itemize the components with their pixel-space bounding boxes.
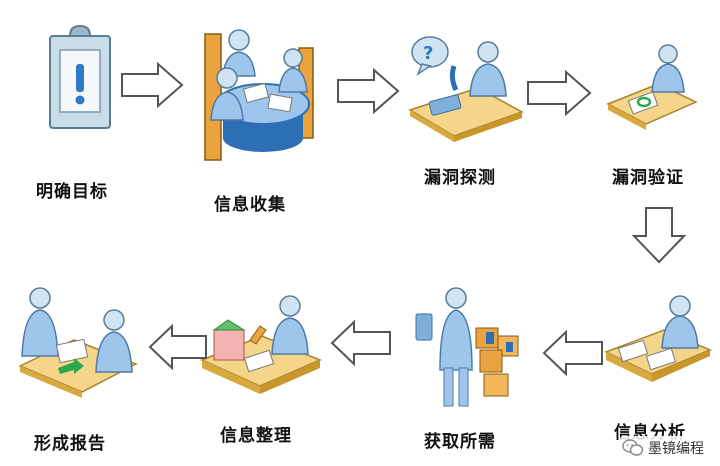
flow-arrow-left <box>542 330 603 376</box>
step-label: 漏洞验证 <box>612 168 684 188</box>
flow-arrow-left <box>148 324 207 370</box>
svg-text:?: ? <box>423 43 433 64</box>
flow-arrow-right <box>121 62 184 108</box>
report-handover-icon <box>18 287 138 398</box>
step-label: 漏洞探测 <box>424 168 496 188</box>
step-label: 信息整理 <box>220 426 292 446</box>
phone-question-icon: ? <box>408 36 524 142</box>
desk-organize-icon <box>200 295 322 394</box>
flow-arrow-down <box>632 207 686 264</box>
meeting-table-icon <box>204 29 314 161</box>
step-label: 获取所需 <box>424 432 496 452</box>
step-label: 明确目标 <box>36 182 108 202</box>
flow-arrow-right <box>337 68 400 114</box>
flow-arrow-right <box>527 70 592 116</box>
watermark-text: 墨镜编程 <box>648 441 704 457</box>
clipboard-alert-icon <box>49 24 111 129</box>
step-label: 信息收集 <box>214 195 286 215</box>
flow-arrow-left <box>330 320 391 366</box>
wechat-icon <box>622 439 644 456</box>
step-label: 形成报告 <box>34 434 106 454</box>
person-boxes-icon <box>415 287 519 407</box>
desk-verify-icon <box>606 44 698 130</box>
desk-analysis-icon <box>604 295 712 382</box>
watermark: 墨镜编程 <box>620 436 710 460</box>
